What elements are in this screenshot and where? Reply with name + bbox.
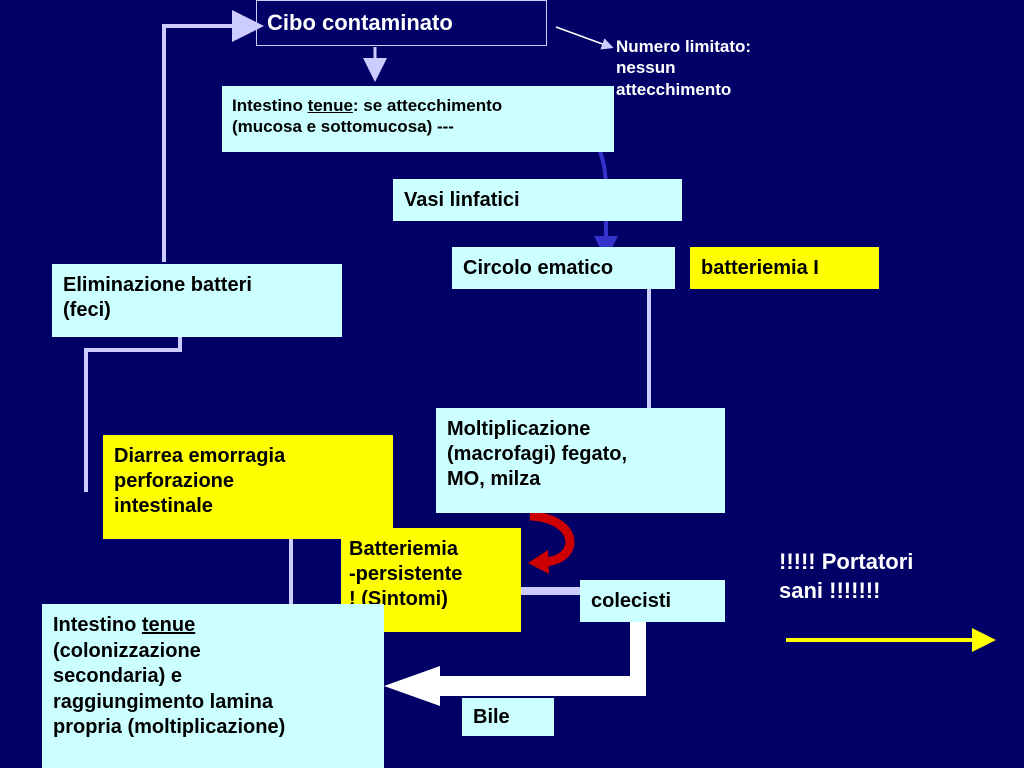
moltiplicazione-line2: (macrofagi) fegato, [447, 443, 628, 465]
arrow-red-loop [529, 511, 575, 567]
batteriemia-persistente-line2: -persistente [349, 563, 463, 585]
arrow-red-loop-head [528, 550, 549, 574]
node-colecisti: colecisti [580, 580, 725, 622]
numero-limitato-line2: nessun [616, 58, 676, 78]
batteriemia-persistente-line1: Batteriemia [349, 538, 458, 560]
node-eliminazione-batteri: Eliminazione batteri (feci) [52, 264, 342, 337]
node-cibo-label: Cibo contaminato [267, 10, 453, 35]
node-numero-limitato: Numero limitato: nessun attecchimento [616, 36, 751, 100]
diarrea-line2: perforazione [114, 470, 235, 492]
numero-limitato-line1: Numero limitato: [616, 37, 752, 56]
node-intestino-tenue-top: Intestino tenue: se attecchimento (mucos… [222, 86, 614, 152]
node-batteriemia-i: batteriemia I [690, 247, 879, 289]
node-moltiplicazione: Moltiplicazione (macrofagi) fegato, MO, … [436, 408, 725, 513]
node-bile: Bile [462, 698, 554, 736]
arrow-eliminazione-to-cibo [162, 10, 264, 262]
intestino-top-line1: Intestino tenue: se attecchimento [232, 96, 503, 115]
connector-batteriemia-colecisti [521, 587, 581, 595]
node-diarrea: Diarrea emorragia perforazione intestina… [103, 435, 393, 539]
node-circolo-ematico: Circolo ematico [452, 247, 675, 289]
diarrea-line3: intestinale [114, 495, 213, 517]
numero-limitato-line3: attecchimento [616, 79, 732, 99]
node-cibo-contaminato: Cibo contaminato [256, 0, 547, 46]
intestino-bottom-line5: propria (moltiplicazione) [53, 716, 286, 739]
portatori-line1: !!!!! Portatori [779, 549, 914, 574]
eliminazione-line2: (feci) [63, 299, 111, 321]
eliminazione-line1: Eliminazione batteri [63, 274, 252, 296]
node-portatori-sani: !!!!! Portatori sani !!!!!!! [779, 548, 913, 605]
intestino-bottom-line3: secondaria) e [53, 665, 182, 688]
intestino-bottom-line4: raggiungimento lamina [53, 690, 274, 713]
intestino-top-line2: (mucosa e sottomucosa) --- [232, 117, 454, 137]
diarrea-line1: Diarrea emorragia [114, 445, 286, 467]
intestino-bottom-line1: Intestino tenue [53, 614, 196, 636]
moltiplicazione-line3: MO, milza [447, 468, 541, 490]
node-intestino-tenue-bottom: Intestino tenue (colonizzazione secondar… [42, 604, 384, 768]
arrow-colecisti-to-intestino [384, 622, 646, 706]
arrow-cibo-to-numero-limitato [555, 26, 614, 50]
portatori-line2: sani !!!!!!! [779, 577, 881, 603]
node-vasi-linfatici: Vasi linfatici [393, 179, 682, 221]
intestino-bottom-line2: (colonizzazione [53, 639, 201, 662]
moltiplicazione-line1: Moltiplicazione [447, 418, 591, 440]
